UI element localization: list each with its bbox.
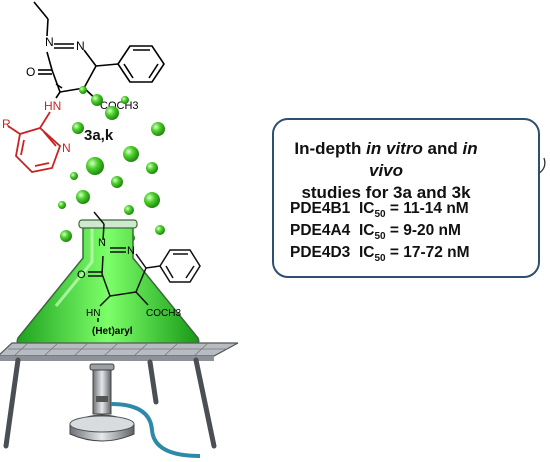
- ic50-value: = 17-72 nM: [389, 244, 470, 261]
- top-o-label: O: [26, 65, 35, 79]
- flask-structure: [88, 211, 201, 322]
- enzyme-name: PDE4B1: [290, 200, 351, 217]
- pyridine-n-label: N: [62, 141, 71, 155]
- ic50-row-pde4d3: PDE4D3 IC50 = 17-72 nM: [290, 244, 470, 265]
- top-structure: [33, 1, 165, 104]
- headline-in-vitro: in vitro: [366, 139, 423, 158]
- headline-part-c: and: [422, 139, 463, 158]
- results-box: In-depth in vitro and in vivo studies fo…: [272, 118, 540, 278]
- enzyme-name: PDE4D3: [290, 244, 351, 261]
- flask-hn-label: HN: [86, 308, 100, 319]
- compound-label: 3a,k: [84, 127, 114, 144]
- flask-o-label: O: [77, 269, 86, 281]
- top-r-label: R: [2, 117, 11, 131]
- top-n1-label: N: [45, 35, 54, 49]
- ic50-value: = 11-14 nM: [389, 200, 469, 217]
- top-n2-label: N: [76, 39, 85, 53]
- flask-acyl-label: COCH3: [146, 308, 181, 319]
- ic50-row-pde4b1: PDE4B1 IC50 = 11-14 nM: [290, 200, 469, 221]
- ic50-value: = 9-20 nM: [389, 222, 461, 239]
- tripod-stand: [3, 357, 217, 449]
- headline-line2: studies for 3a and 3k: [301, 183, 471, 202]
- ic50-row-pde4a4: PDE4A4 IC50 = 9-20 nM: [290, 222, 461, 243]
- bunsen-burner: [69, 363, 201, 458]
- flask-n2-label: N: [127, 245, 135, 257]
- enzyme-name: PDE4A4: [290, 222, 351, 239]
- headline-in-vivo: in vivo: [368, 139, 478, 180]
- headline-part-a: In-depth: [294, 139, 367, 158]
- pyridine-ring: [7, 111, 62, 173]
- green-bubbles: [58, 86, 165, 242]
- flask-n1-label: N: [98, 237, 106, 249]
- flask-substituent-label: (Het)aryl: [92, 326, 133, 337]
- wire-gauze: [0, 342, 239, 361]
- results-headline: In-depth in vitro and in vivo studies fo…: [286, 138, 486, 204]
- top-nh-label: HN: [44, 99, 61, 113]
